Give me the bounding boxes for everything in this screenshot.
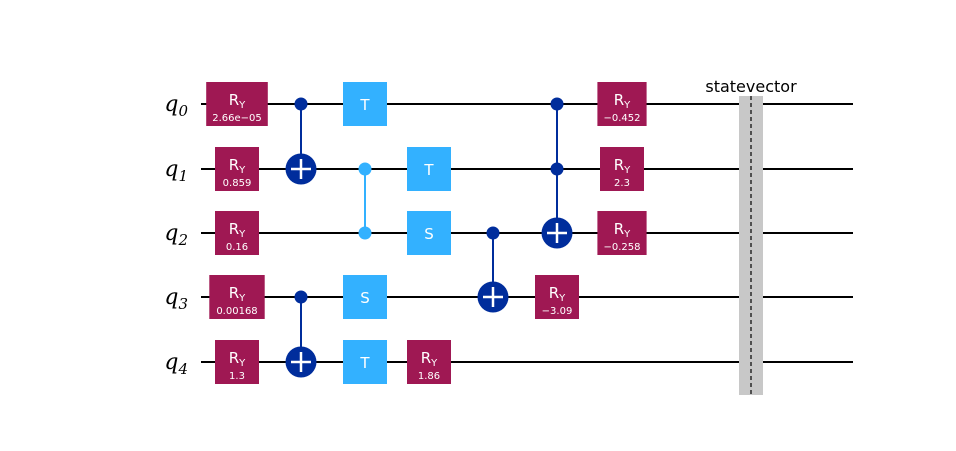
- cx-q3-q4-control-dot-q3: [294, 290, 308, 304]
- gate-name-sub: Y: [238, 100, 246, 111]
- s-q3-box: [343, 275, 387, 319]
- ry-q4-1-box: [215, 340, 259, 384]
- ry-q0-1-name: RY: [229, 91, 246, 111]
- s-q3-name: S: [360, 289, 370, 307]
- gate-name-letter: R: [614, 156, 624, 174]
- ry-q1-2-name: RY: [614, 156, 631, 176]
- gates: RY2.66e−05RY0.859RY0.16RY0.00168RY1.3TST…: [206, 82, 647, 384]
- ry-q1-2-param: 2.3: [614, 178, 630, 189]
- gate-name-sub: Y: [623, 100, 631, 111]
- gate-name-sub: Y: [238, 229, 246, 240]
- t-q1-box: [407, 147, 451, 191]
- ry-q3-2-box: [535, 275, 579, 319]
- qubit-label-index: 1: [178, 167, 188, 185]
- t-q1-name: T: [423, 161, 434, 179]
- qubit-label-name: q: [164, 285, 178, 310]
- gate-name-letter: R: [549, 284, 559, 302]
- gate-name-letter: R: [229, 349, 239, 367]
- ry-q0-2-box: [597, 82, 647, 126]
- ry-q2-2-param: −0.258: [603, 242, 640, 253]
- qubit-label-index: 0: [178, 102, 188, 120]
- ry-q2-1-param: 0.16: [226, 242, 248, 253]
- t-q4-name: T: [359, 354, 370, 372]
- ry-q3-2-name: RY: [549, 284, 566, 304]
- ccx-q0-q1-q2-control-dot-q1: [550, 162, 564, 176]
- ry-q2-2-name: RY: [614, 220, 631, 240]
- qubit-label-name: q: [164, 350, 178, 375]
- ry-q3-1-box: [209, 275, 265, 319]
- qubit-label-name: q: [164, 92, 178, 117]
- cx-q0-q1-control-dot-q0: [294, 97, 308, 111]
- t-q4-box: [343, 340, 387, 384]
- ry-q0-2-name: RY: [614, 91, 631, 111]
- ry-q0-2-param: −0.452: [603, 113, 640, 124]
- qubit-label-index: 3: [178, 295, 188, 313]
- ry-q3-1-param: 0.00168: [216, 306, 257, 317]
- qubit-label-name: q: [164, 157, 178, 182]
- ry-q4-1-param: 1.3: [229, 371, 245, 382]
- ry-q3-1-name: RY: [229, 284, 246, 304]
- ry-q3-2-param: −3.09: [542, 306, 573, 317]
- gate-name-letter: R: [229, 91, 239, 109]
- s-q2-name: S: [424, 225, 434, 243]
- ry-q0-1-box: [206, 82, 268, 126]
- ry-q2-1-name: RY: [229, 220, 246, 240]
- ry-q1-1-param: 0.859: [223, 178, 252, 189]
- gate-name-letter: R: [421, 349, 431, 367]
- ry-q4-2-box: [407, 340, 451, 384]
- t-q0-name: T: [359, 96, 370, 114]
- cz-q1-q2-control-dot-q2: [358, 226, 372, 240]
- t-q0-box: [343, 82, 387, 126]
- gate-name-letter: R: [229, 284, 239, 302]
- gate-name-sub: Y: [558, 293, 566, 304]
- qubit-label-1: q1: [164, 157, 188, 185]
- qubit-label-0: q0: [164, 92, 188, 120]
- ry-q1-1-box: [215, 147, 259, 191]
- cx-q2-q3-control-dot-q2: [486, 226, 500, 240]
- qubit-label-2: q2: [164, 221, 188, 249]
- barrier-label: statevector: [705, 77, 797, 96]
- ry-q1-1-name: RY: [229, 156, 246, 176]
- ry-q1-2-box: [600, 147, 644, 191]
- qubit-label-name: q: [164, 221, 178, 246]
- gate-name-sub: Y: [623, 165, 631, 176]
- ry-q4-2-param: 1.86: [418, 371, 440, 382]
- ry-q4-2-name: RY: [421, 349, 438, 369]
- gate-name-letter: R: [614, 220, 624, 238]
- gate-name-sub: Y: [623, 229, 631, 240]
- cz-q1-q2-control-dot-q1: [358, 162, 372, 176]
- barrier-group: statevector: [705, 77, 797, 395]
- ry-q2-1-box: [215, 211, 259, 255]
- ccx-q0-q1-q2-control-dot-q0: [550, 97, 564, 111]
- gate-name-sub: Y: [238, 293, 246, 304]
- qubit-label-4: q4: [164, 350, 188, 378]
- gate-name-sub: Y: [238, 358, 246, 369]
- gate-name-sub: Y: [430, 358, 438, 369]
- gate-name-letter: R: [614, 91, 624, 109]
- s-q2-box: [407, 211, 451, 255]
- qubit-label-index: 2: [177, 231, 188, 249]
- ry-q0-1-param: 2.66e−05: [212, 113, 262, 124]
- ry-q4-1-name: RY: [229, 349, 246, 369]
- gate-name-letter: R: [229, 156, 239, 174]
- qubit-label-index: 4: [177, 360, 188, 378]
- gate-name-letter: R: [229, 220, 239, 238]
- gate-name-sub: Y: [238, 165, 246, 176]
- ry-q2-2-box: [597, 211, 647, 255]
- qubit-label-3: q3: [164, 285, 188, 313]
